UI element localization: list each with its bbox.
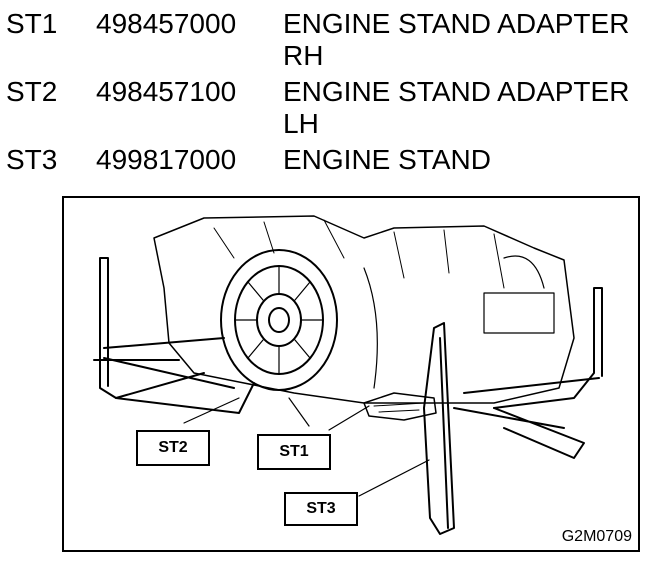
right-stand-frame bbox=[493, 287, 603, 409]
clutch-disc bbox=[220, 249, 338, 391]
tool-description: ENGINE STAND ADAPTER bbox=[283, 8, 630, 39]
tool-description: ENGINE STAND bbox=[283, 144, 491, 175]
left-stand-frame bbox=[99, 257, 205, 399]
engine-block bbox=[153, 215, 575, 404]
tool-description-continued: RH bbox=[283, 40, 324, 71]
callout-st1: ST1 bbox=[257, 434, 331, 470]
leader-line bbox=[288, 397, 310, 427]
callout-st3: ST3 bbox=[284, 492, 358, 526]
center-stand-post bbox=[423, 322, 455, 535]
callout-st2: ST2 bbox=[136, 430, 210, 466]
tool-description-continued: LH bbox=[283, 108, 319, 139]
tool-code: ST3 bbox=[6, 144, 58, 175]
part-number: 499817000 bbox=[96, 144, 237, 175]
tool-row: ST1 498457000 ENGINE STAND ADAPTER bbox=[0, 8, 672, 48]
leader-line bbox=[183, 397, 240, 424]
part-number: 498457000 bbox=[96, 8, 237, 39]
tool-description: ENGINE STAND ADAPTER bbox=[283, 76, 630, 107]
engine-stand-illustration bbox=[93, 215, 603, 535]
figure-code: G2M0709 bbox=[561, 528, 632, 545]
leader-line bbox=[328, 405, 370, 431]
part-number: 498457100 bbox=[96, 76, 237, 107]
leader-line bbox=[358, 459, 430, 497]
tool-row: ST2 498457100 ENGINE STAND ADAPTER bbox=[0, 76, 672, 116]
stand-adapter-plate bbox=[363, 392, 437, 421]
figure-frame: ST2 ST1 ST3 G2M0709 bbox=[62, 196, 640, 552]
tool-code: ST1 bbox=[6, 8, 58, 39]
tool-code: ST2 bbox=[6, 76, 58, 107]
tool-row: ST3 499817000 ENGINE STAND bbox=[0, 144, 672, 184]
